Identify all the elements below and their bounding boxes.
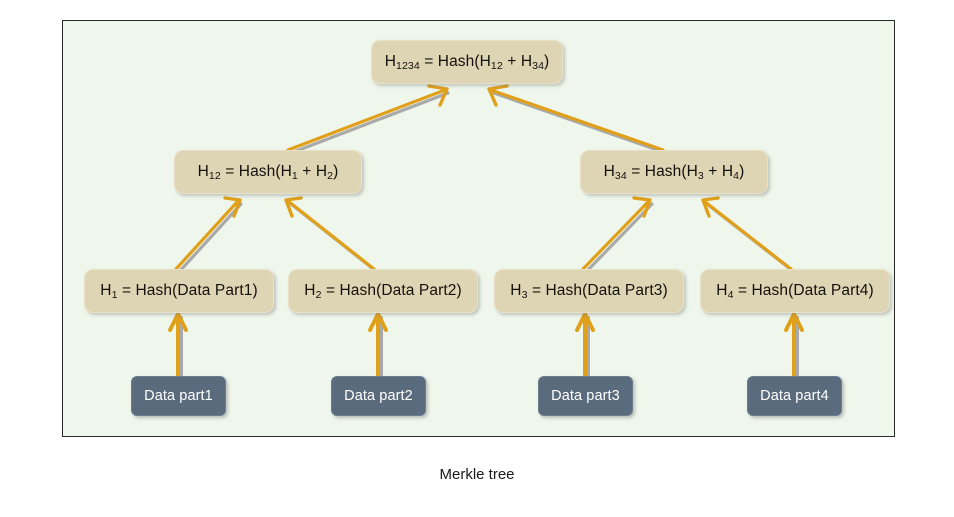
diagram-caption: Merkle tree bbox=[439, 466, 515, 483]
node-data2-label: Data part2 bbox=[344, 388, 413, 404]
node-h34[interactable]: H34 = Hash(H3 + H4) bbox=[580, 150, 768, 194]
node-h2-label: H2 = Hash(Data Part2) bbox=[304, 282, 462, 301]
node-h2[interactable]: H2 = Hash(Data Part2) bbox=[288, 269, 478, 313]
node-h1-label: H1 = Hash(Data Part1) bbox=[100, 282, 258, 301]
node-h4-label: H4 = Hash(Data Part4) bbox=[716, 282, 874, 301]
node-data4-label: Data part4 bbox=[760, 388, 829, 404]
node-h34-label: H34 = Hash(H3 + H4) bbox=[603, 163, 745, 182]
node-h1[interactable]: H1 = Hash(Data Part1) bbox=[84, 269, 274, 313]
node-data1-label: Data part1 bbox=[144, 388, 213, 404]
node-h12[interactable]: H12 = Hash(H1 + H2) bbox=[174, 150, 362, 194]
node-data1[interactable]: Data part1 bbox=[131, 376, 226, 416]
node-data3-label: Data part3 bbox=[551, 388, 620, 404]
node-h1234[interactable]: H1234 = Hash(H12 + H34) bbox=[371, 40, 563, 84]
node-data4[interactable]: Data part4 bbox=[747, 376, 842, 416]
node-h3[interactable]: H3 = Hash(Data Part3) bbox=[494, 269, 684, 313]
node-data3[interactable]: Data part3 bbox=[538, 376, 633, 416]
node-h4[interactable]: H4 = Hash(Data Part4) bbox=[700, 269, 890, 313]
node-h12-label: H12 = Hash(H1 + H2) bbox=[197, 163, 339, 182]
node-h3-label: H3 = Hash(Data Part3) bbox=[510, 282, 668, 301]
node-h1234-label: H1234 = Hash(H12 + H34) bbox=[384, 53, 550, 72]
node-data2[interactable]: Data part2 bbox=[331, 376, 426, 416]
